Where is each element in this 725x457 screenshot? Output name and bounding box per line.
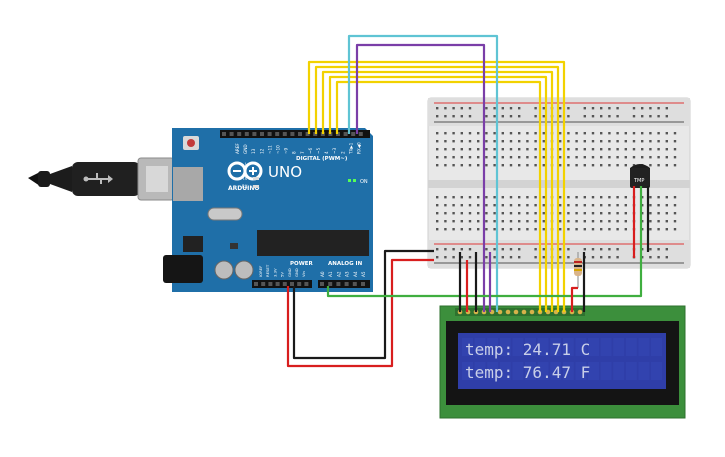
lcd-pin-header (455, 308, 585, 316)
analog-pin-label: A1 (328, 271, 333, 277)
crystal-oscillator (207, 207, 243, 221)
wire-red-power (286, 258, 434, 368)
lcd-display: temp: 24.71 C temp: 76.47 F (439, 305, 686, 419)
power-header-label: POWER (290, 261, 314, 267)
wire-red-lcd-2 (570, 286, 578, 312)
arduino-brand-label: ARDUINO (228, 185, 259, 192)
wire-yellow-3 (321, 70, 554, 312)
digital-pin-label: TX▶1 (348, 142, 353, 155)
digital-pin-label: 8 (292, 151, 297, 154)
lcd-character-cells (462, 338, 662, 380)
digital-pin-label: RX◀0 (357, 142, 362, 154)
usb-cable (28, 157, 175, 201)
arduino-board: ARDUINO UNO ON L TX RX DIGITAL (PWM~) PO… (163, 128, 373, 292)
digital-header-label: DIGITAL (PWM~) (296, 156, 348, 162)
digital-pin-label: AREF (235, 143, 240, 154)
wire-cyan (347, 34, 499, 312)
wire-purple (355, 43, 486, 312)
lcd-line-2: temp: 76.47 F (465, 363, 590, 382)
wires (286, 34, 650, 368)
analog-header-label: ANALOG IN (328, 261, 363, 267)
analog-pin-label: A0 (320, 271, 325, 277)
digital-pin-label: ~9 (284, 147, 289, 154)
power-pin-label: GND (287, 268, 292, 277)
power-pin-label: 3.3V (272, 268, 277, 277)
digital-pin-label: ~5 (316, 147, 321, 154)
analog-pin-label: A2 (336, 271, 341, 277)
wire-black-power (292, 249, 434, 360)
digital-pin-header (220, 130, 370, 138)
wire-yellow-1 (307, 60, 566, 312)
digital-pin-label: 12 (259, 148, 264, 154)
temperature-sensor: TMP (630, 164, 650, 188)
usb-port (173, 167, 203, 201)
analog-pin-label: A3 (345, 271, 350, 277)
digital-pin-label: 13 (251, 148, 256, 154)
wire-yellow-2 (314, 65, 560, 312)
digital-pin-label: ~3 (332, 147, 337, 154)
power-pin-label: Vin (301, 270, 306, 277)
analog-pin-label: A5 (361, 271, 366, 277)
tx-led-label: TX (241, 176, 247, 181)
power-pin-label: GND (294, 268, 299, 277)
digital-pin-label: ~10 (276, 145, 281, 154)
digital-pin-label: 4 (324, 151, 329, 154)
power-jack (163, 255, 203, 283)
digital-pin-label: ~6 (308, 147, 313, 154)
digital-pin-label: GND (243, 144, 248, 154)
power-pin-label: RESET (265, 264, 270, 277)
l-led-label: L (245, 162, 248, 167)
digital-pin-label: ~11 (267, 145, 272, 154)
analog-pin-label: A4 (353, 271, 358, 277)
wire-green-sensor (326, 186, 643, 298)
digital-pin-label: 7 (300, 151, 305, 154)
power-pin-label: 5V (280, 272, 285, 277)
wire-yellow-4 (328, 75, 548, 312)
sensor-label: TMP (633, 178, 644, 184)
atmega-chip (257, 230, 369, 256)
power-pin-header (252, 280, 370, 288)
regulator (183, 236, 203, 252)
on-label: ON (360, 179, 368, 185)
arduino-model-label: UNO (268, 163, 302, 181)
rx-led-label: RX (242, 184, 248, 189)
digital-pin-label: 2 (340, 151, 345, 154)
wire-yellow-5 (335, 80, 542, 312)
lcd-line-1: temp: 24.71 C (465, 340, 590, 359)
power-pin-label: IOREF (258, 266, 263, 277)
resistor (574, 252, 582, 288)
